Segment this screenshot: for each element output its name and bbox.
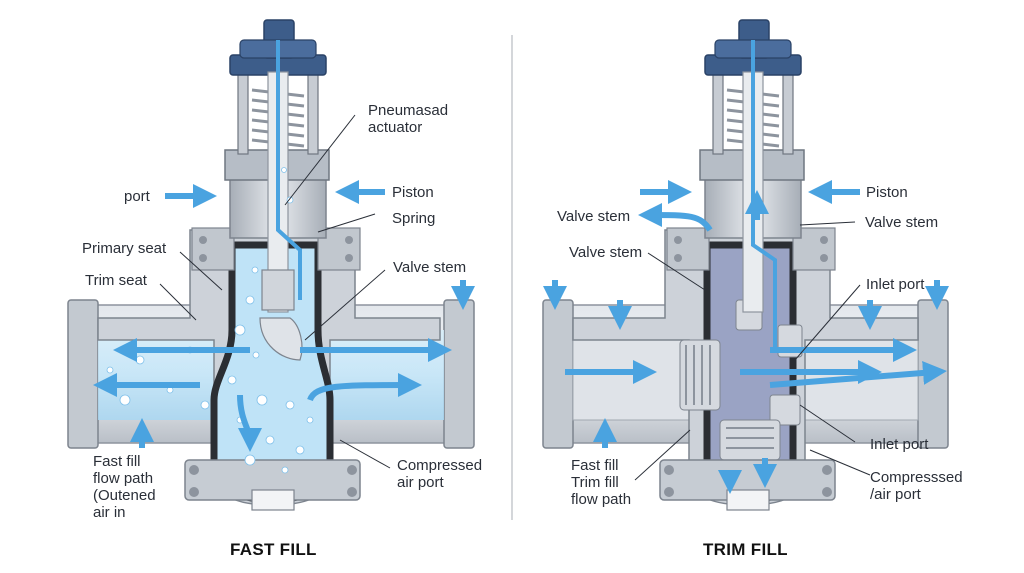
label-trim-fill-path: Fast fill Trim fill flow path: [571, 457, 632, 508]
label-fast-fill-path: Fast fill flow path (Outened air in: [93, 453, 156, 521]
label-trim-seat: Trim seat: [85, 272, 147, 289]
label-compressed-air-port: Compressed air port: [397, 457, 483, 491]
label-valve-stem: Valve stem: [393, 259, 467, 276]
label-pneumatic-actuator: Pneumasad actuator: [368, 102, 449, 136]
trim-fill-title: TRIM FILL: [703, 540, 788, 559]
label-primary-seat: Primary seat: [82, 240, 167, 257]
label-valve-stem-right: Valve stem: [865, 214, 939, 231]
label-port: port: [124, 188, 150, 205]
trim-fill-valve: [542, 19, 949, 511]
label-spring: Spring: [392, 210, 436, 227]
label-compressed-air-port-trim: Compresssed /air port: [870, 469, 963, 503]
label-inlet-port-lower: Inlet port: [870, 436, 929, 453]
label-valve-stem-left-lower: Valve stem: [569, 244, 643, 261]
fast-fill-valve: [67, 19, 475, 511]
label-piston: Piston: [392, 184, 434, 201]
label-inlet-port-upper: Inlet port: [866, 276, 925, 293]
label-piston-trim: Piston: [866, 184, 908, 201]
label-valve-stem-left-upper: Valve stem: [557, 208, 631, 225]
fast-fill-title: FAST FILL: [230, 540, 317, 559]
